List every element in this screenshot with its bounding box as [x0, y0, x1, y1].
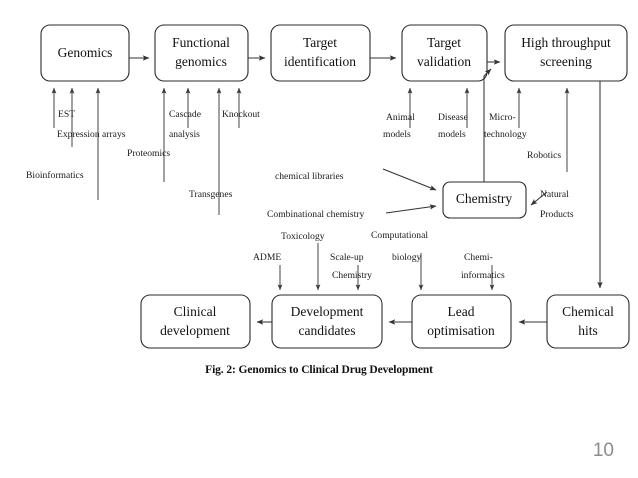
node-chemical-hits-label-1: Chemical	[562, 304, 614, 319]
annotation-animal-models: models	[383, 129, 411, 140]
node-target-validation[interactable]: Target validation	[401, 24, 488, 82]
node-target-identification-rect	[270, 24, 371, 82]
annotation-products: Products	[540, 209, 574, 220]
annotation-proteomics: Proteomics	[127, 148, 170, 159]
node-clinical-development-label-1: Clinical	[174, 304, 217, 319]
annotation-technology: technology	[484, 129, 527, 140]
annotation-informatics: informatics	[461, 270, 505, 281]
node-lead-optimisation-label-1: Lead	[448, 304, 475, 319]
annotation-analysis: analysis	[169, 129, 200, 140]
node-target-validation-label-1: Target	[427, 35, 461, 50]
node-functional-genomics-label-1: Functional	[172, 35, 230, 50]
node-high-throughput-screening[interactable]: High throughput screening	[504, 24, 628, 82]
annotation-chemical-libraries: chemical libraries	[275, 171, 344, 182]
annotation-animal: Animal	[386, 112, 415, 123]
node-target-identification-label-2: identification	[284, 54, 356, 69]
node-target-identification[interactable]: Target identification	[270, 24, 371, 82]
annotation-bioinformatics: Bioinformatics	[26, 170, 84, 181]
annotation-computational: Computational	[371, 230, 428, 241]
annotation-disease-models: models	[438, 129, 466, 140]
node-functional-genomics-label-2: genomics	[175, 54, 227, 69]
stem-natural-products	[530, 191, 548, 206]
annotation-cascade: Cascade	[169, 109, 201, 120]
edge-chemistry-to-target-validation	[483, 68, 492, 182]
annotation-disease: Disease	[438, 112, 468, 123]
node-high-throughput-screening-label-2: screening	[540, 54, 592, 69]
annotation-toxicology: Toxicology	[281, 231, 325, 242]
node-development-candidates[interactable]: Development candidates	[271, 294, 383, 349]
node-chemistry-label: Chemistry	[456, 191, 512, 206]
node-clinical-development-rect	[140, 294, 251, 349]
annotation-robotics: Robotics	[527, 150, 561, 161]
node-target-validation-rect	[401, 24, 488, 82]
node-genomics[interactable]: Genomics	[40, 24, 130, 82]
node-high-throughput-screening-rect	[504, 24, 628, 82]
annotation-biology: biology	[392, 252, 422, 263]
node-target-identification-label-1: Target	[303, 35, 337, 50]
annotation-transgenes: Transgenes	[189, 189, 233, 200]
node-chemical-hits-rect	[546, 294, 630, 349]
annotation-adme: ADME	[253, 252, 281, 263]
annotation-combinational-chemistry: Combinational chemistry	[267, 209, 364, 220]
node-lead-optimisation-rect	[411, 294, 512, 349]
annotation-est: EST	[58, 109, 75, 120]
node-lead-optimisation[interactable]: Lead optimisation	[411, 294, 512, 349]
annotation-scale-up-chemistry: Chemistry	[332, 270, 372, 281]
node-clinical-development-label-2: development	[160, 323, 230, 338]
node-clinical-development[interactable]: Clinical development	[140, 294, 251, 349]
annotation-expression-arrays: Expression arrays	[57, 129, 126, 140]
page-number: 10	[592, 440, 614, 461]
figure-caption: Fig. 2: Genomics to Clinical Drug Develo…	[205, 364, 433, 376]
stem-chemical-libraries	[382, 168, 437, 191]
node-functional-genomics[interactable]: Functional genomics	[154, 24, 249, 82]
node-chemistry[interactable]: Chemistry	[442, 181, 527, 219]
node-high-throughput-screening-label-1: High throughput	[521, 35, 611, 50]
annotation-knockout: Knockout	[222, 109, 260, 120]
node-development-candidates-label-1: Development	[291, 304, 364, 319]
node-chemical-hits[interactable]: Chemical hits	[546, 294, 630, 349]
node-lead-optimisation-label-2: optimisation	[427, 323, 495, 338]
annotation-chemi: Chemi-	[464, 252, 493, 263]
node-genomics-label: Genomics	[58, 45, 113, 60]
annotation-micro: Micro-	[489, 112, 516, 123]
stem-combinational-chemistry	[385, 204, 437, 214]
node-development-candidates-label-2: candidates	[299, 323, 356, 338]
node-development-candidates-rect	[271, 294, 383, 349]
node-chemical-hits-label-2: hits	[578, 323, 598, 338]
annotation-scale-up: Scale-up	[330, 252, 364, 263]
node-target-validation-label-2: validation	[417, 54, 471, 69]
annotation-natural: Natural	[540, 189, 569, 200]
node-genomics-rect	[40, 24, 130, 82]
node-functional-genomics-rect	[154, 24, 249, 82]
